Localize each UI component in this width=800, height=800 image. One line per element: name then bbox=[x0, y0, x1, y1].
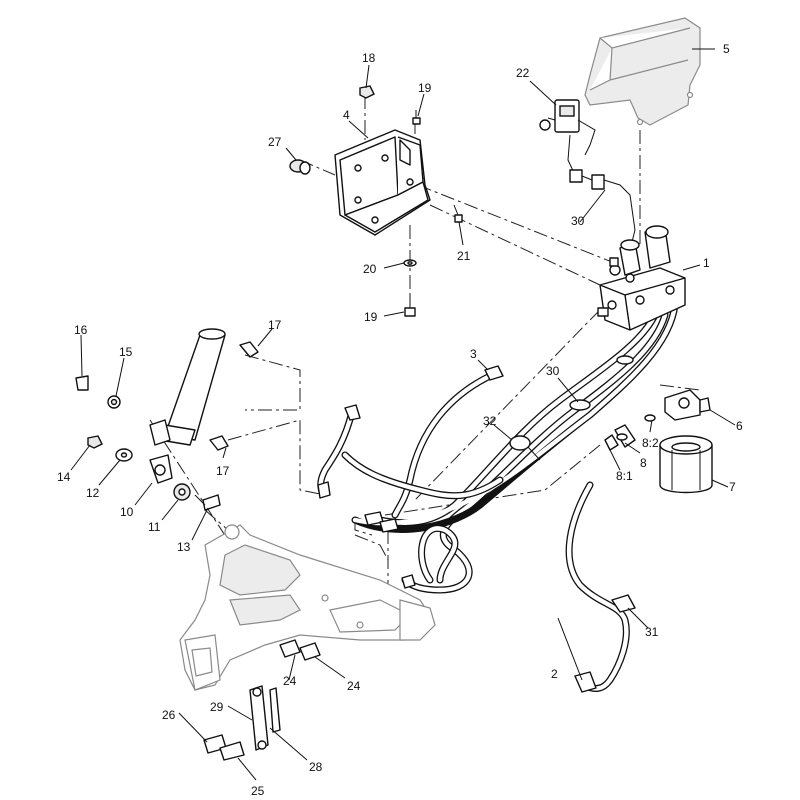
callout-8-1: 8:1 bbox=[616, 469, 633, 483]
callout-10: 10 bbox=[120, 505, 134, 519]
callout-22: 22 bbox=[516, 66, 530, 80]
callout-17-top: 17 bbox=[268, 318, 282, 332]
callout-30-top: 30 bbox=[571, 214, 585, 228]
callout-25: 25 bbox=[251, 784, 265, 798]
callout-28: 28 bbox=[309, 760, 323, 774]
callout-18: 18 bbox=[362, 51, 376, 65]
callout-6: 6 bbox=[736, 419, 743, 433]
callout-15: 15 bbox=[119, 345, 133, 359]
callout-24-a: 24 bbox=[283, 674, 297, 688]
callout-19-bottom: 19 bbox=[364, 310, 378, 324]
callout-7: 7 bbox=[729, 480, 736, 494]
callout-24-b: 24 bbox=[347, 679, 361, 693]
valve-cover bbox=[584, 17, 701, 126]
seat-switch-harness bbox=[539, 99, 636, 251]
callout-26: 26 bbox=[162, 708, 176, 722]
callout-21: 21 bbox=[457, 249, 471, 263]
leader-lines bbox=[70, 48, 736, 781]
callout-12: 12 bbox=[86, 486, 100, 500]
callout-29: 29 bbox=[210, 700, 224, 714]
callout-8-2: 8:2 bbox=[642, 436, 659, 450]
callout-32: 32 bbox=[483, 414, 497, 428]
callout-1: 1 bbox=[703, 256, 710, 270]
callout-20: 20 bbox=[363, 262, 377, 276]
mower-frame bbox=[179, 524, 436, 691]
callout-labels: 1 2 3 4 5 6 7 8 8:1 8:2 10 11 12 13 14 1… bbox=[57, 42, 743, 798]
filter-assembly bbox=[604, 389, 713, 494]
callout-31: 31 bbox=[645, 625, 659, 639]
callout-19-top: 19 bbox=[418, 81, 432, 95]
callout-14: 14 bbox=[57, 470, 71, 484]
callout-17-bottom: 17 bbox=[216, 464, 230, 478]
callout-16: 16 bbox=[74, 323, 88, 337]
lift-cylinder bbox=[75, 328, 259, 511]
lower-link-assembly bbox=[203, 355, 636, 761]
callout-27: 27 bbox=[268, 135, 282, 149]
callout-11: 11 bbox=[148, 520, 161, 534]
callout-8: 8 bbox=[640, 456, 647, 470]
callout-4: 4 bbox=[343, 108, 350, 122]
callout-13: 13 bbox=[177, 540, 191, 554]
callout-5: 5 bbox=[723, 42, 730, 56]
hoses bbox=[317, 301, 679, 692]
hydraulic-valve-block bbox=[597, 225, 686, 331]
callout-3: 3 bbox=[470, 347, 477, 361]
callout-30-mid: 30 bbox=[546, 364, 560, 378]
callout-2: 2 bbox=[551, 667, 558, 681]
bracket-hardware bbox=[289, 85, 463, 317]
valve-mounting-bracket bbox=[334, 129, 431, 236]
